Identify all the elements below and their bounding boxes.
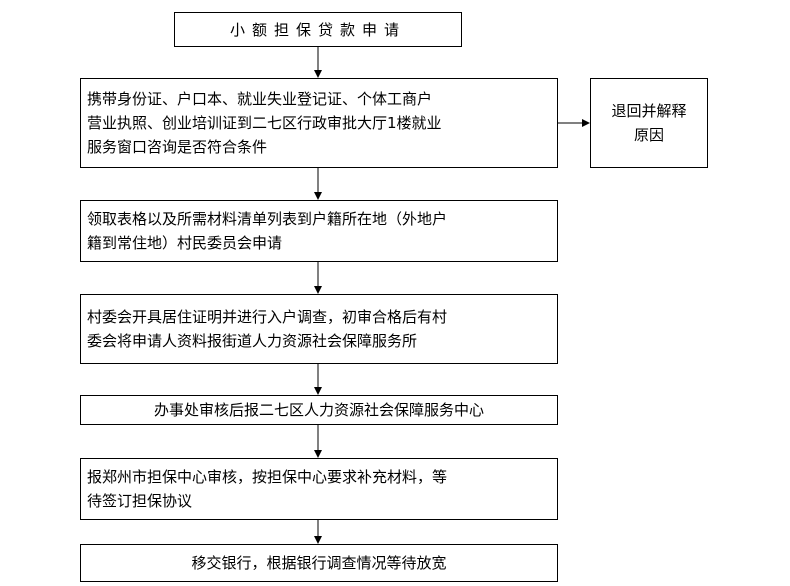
step-4-box: 办事处审核后报二七区人力资源社会保障服务中心 — [80, 395, 558, 425]
step-5-text: 报郑州市担保中心审核，按担保中心要求补充材料，等 待签订担保协议 — [87, 468, 448, 510]
flowchart-title: 小额担保贷款申请 — [229, 20, 406, 39]
step-6-box: 移交银行，根据银行调查情况等待放宽 — [80, 544, 558, 582]
step-1-box: 携带身份证、户口本、就业失业登记证、个体工商户 营业执照、创业培训证到二七区行政… — [80, 78, 558, 168]
step-4-text: 办事处审核后报二七区人力资源社会保障服务中心 — [153, 401, 484, 419]
side-branch-text: 退回并解释 原因 — [611, 102, 687, 144]
step-3-text: 村委会开具居住证明并进行入户调查，初审合格后有村 委会将申请人资料报街道人力资源… — [87, 308, 448, 350]
step-3-box: 村委会开具居住证明并进行入户调查，初审合格后有村 委会将申请人资料报街道人力资源… — [80, 294, 558, 364]
step-2-box: 领取表格以及所需材料清单列表到户籍所在地（外地户 籍到常住地）村民委员会申请 — [80, 200, 558, 262]
flowchart-title-box: 小额担保贷款申请 — [174, 12, 462, 47]
side-branch-box: 退回并解释 原因 — [590, 78, 708, 168]
step-6-text: 移交银行，根据银行调查情况等待放宽 — [191, 554, 447, 572]
step-1-text: 携带身份证、户口本、就业失业登记证、个体工商户 营业执照、创业培训证到二七区行政… — [87, 90, 442, 156]
step-5-box: 报郑州市担保中心审核，按担保中心要求补充材料，等 待签订担保协议 — [80, 458, 558, 520]
step-2-text: 领取表格以及所需材料清单列表到户籍所在地（外地户 籍到常住地）村民委员会申请 — [87, 210, 448, 252]
